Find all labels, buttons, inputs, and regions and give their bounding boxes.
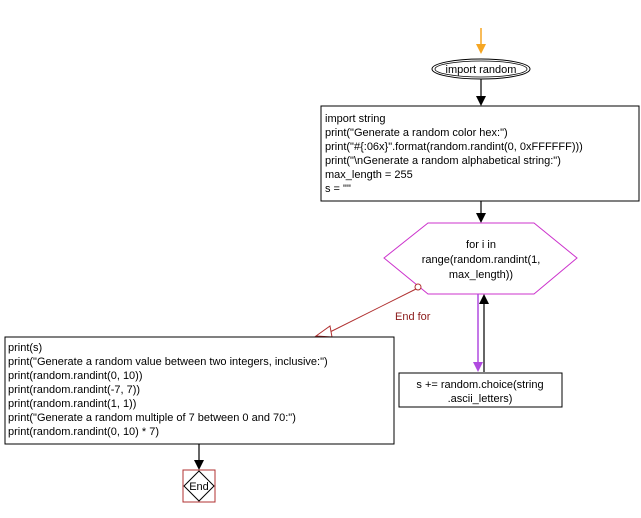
code-line: max_length = 255: [325, 169, 413, 181]
final-line: print(random.randint(1, 1)): [8, 398, 136, 410]
arrow-code-to-loop: [476, 201, 486, 223]
final-line: print("Generate a random value between t…: [8, 356, 328, 368]
arrow-loop-to-body: [473, 294, 483, 372]
start-node: import random: [431, 58, 531, 80]
loop-line: for i in: [466, 239, 496, 251]
final-line: print(random.randint(-7, 7)): [8, 384, 140, 396]
loop-body-line: s += random.choice(string: [416, 379, 543, 391]
final-line: print(s): [8, 342, 42, 354]
arrow-final-to-end: [194, 444, 204, 470]
final-line: print(random.randint(0, 10)): [8, 370, 143, 382]
code-line: print("\nGenerate a random alphabetical …: [325, 155, 561, 167]
end-node-label: End: [189, 481, 209, 493]
code-line: print("#{:06x}".format(random.randint(0,…: [325, 141, 583, 153]
code-line: s = "": [325, 183, 351, 195]
final-line: print("Generate a random multiple of 7 b…: [8, 412, 296, 424]
loop-body-block: s += random.choice(string .ascii_letters…: [398, 372, 563, 408]
end-for-label: End for: [395, 311, 431, 323]
arrow-body-to-loop: [479, 294, 489, 372]
start-node-label: import random: [446, 64, 517, 76]
loop-node: for i in range(random.randint(1, max_len…: [383, 222, 578, 295]
final-line: print(random.randint(0, 10) * 7): [8, 426, 159, 438]
code-line: print("Generate a random color hex:"): [325, 127, 508, 139]
loop-body-line: .ascii_letters): [448, 393, 513, 405]
code-block: import string print("Generate a random c…: [320, 105, 640, 202]
end-for-connector: End for: [314, 283, 431, 338]
loop-line: range(random.randint(1,: [422, 254, 541, 266]
start-arrow: [476, 28, 486, 54]
end-node: End: [182, 469, 216, 503]
final-block: print(s) print("Generate a random value …: [4, 336, 395, 445]
loop-line: max_length)): [449, 269, 513, 281]
code-line: import string: [325, 113, 386, 125]
arrow-start-to-code: [476, 79, 486, 106]
